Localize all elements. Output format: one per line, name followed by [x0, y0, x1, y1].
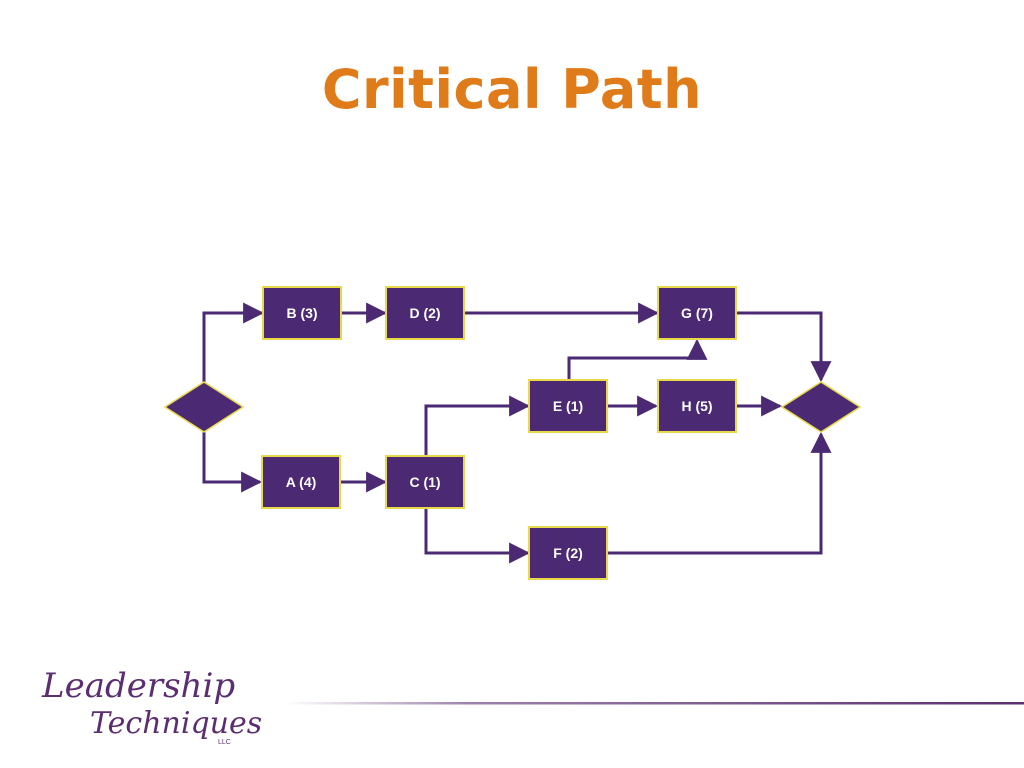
connectors: [202, 302, 832, 564]
connector-start-a: [202, 432, 263, 493]
connector-start-b: [202, 302, 265, 382]
end-milestone-diamond: [780, 381, 862, 433]
node-c: C (1): [385, 455, 465, 509]
node-a-label: A (4): [286, 474, 317, 490]
connector-c-f: [424, 508, 531, 564]
node-c-label: C (1): [409, 474, 440, 490]
node-d-label: D (2): [409, 305, 440, 321]
node-b: B (3): [262, 286, 342, 340]
logo-line1: Leadership: [41, 666, 235, 706]
connector-c-e: [424, 395, 531, 456]
node-h: H (5): [657, 379, 737, 433]
page-title: Critical Path: [321, 58, 703, 121]
connector-g-end: [736, 311, 832, 383]
node-f: F (2): [528, 526, 608, 580]
node-h-label: H (5): [681, 398, 712, 414]
connector-f-end: [608, 431, 832, 555]
node-g: G (7): [657, 286, 737, 340]
node-g-label: G (7): [681, 305, 713, 321]
node-b-label: B (3): [286, 305, 317, 321]
node-d: D (2): [385, 286, 465, 340]
company-logo: Leadership Techniques LLC: [41, 666, 262, 746]
node-a: A (4): [261, 455, 341, 509]
footer-divider: [285, 702, 1024, 705]
node-f-label: F (2): [553, 545, 583, 561]
node-e-label: E (1): [553, 398, 583, 414]
connector-e-g: [567, 338, 708, 380]
logo-line2: Techniques: [90, 706, 262, 741]
logo-llc: LLC: [218, 739, 231, 746]
start-milestone-diamond: [163, 381, 245, 433]
node-e: E (1): [528, 379, 608, 433]
